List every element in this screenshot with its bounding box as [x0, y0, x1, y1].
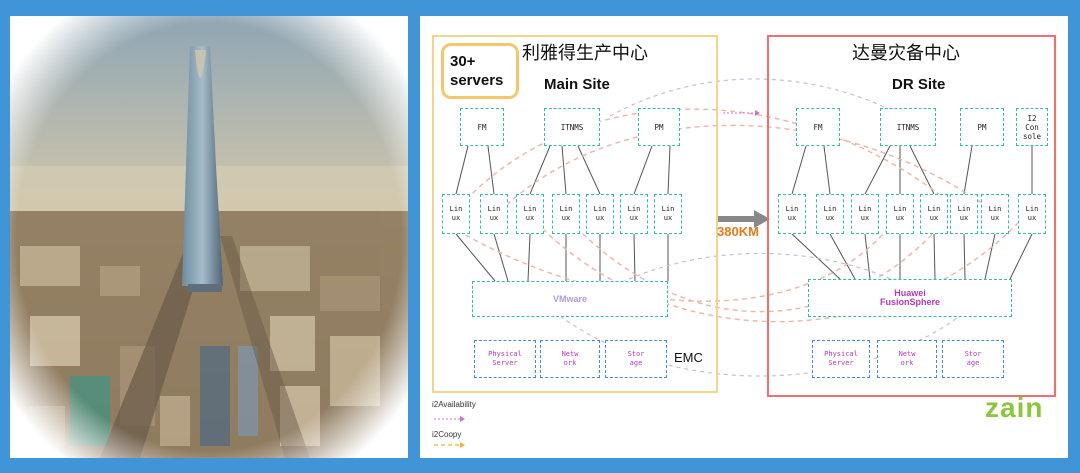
main-fm-node: FM — [460, 108, 504, 146]
dr-linux-node-8: Lin ux — [1018, 194, 1046, 234]
dr-site-box — [767, 35, 1056, 397]
dr-linux-node-6: Lin ux — [950, 194, 978, 234]
dr-site-title-cn: 达曼灾备中心 — [852, 43, 960, 64]
main-linux-node-5: Lin ux — [586, 194, 614, 234]
dr-itnms-node: ITNMS — [880, 108, 936, 146]
main-site-box — [432, 35, 718, 393]
dr-fusionsphere-layer: Huawei FusionSphere — [808, 279, 1012, 317]
dr-network: Netw ork — [877, 340, 937, 378]
main-linux-node-4: Lin ux — [552, 194, 580, 234]
dr-linux-node-5: Lin ux — [920, 194, 948, 234]
main-linux-node-1: Lin ux — [442, 194, 470, 234]
dr-linux-node-4: Lin ux — [886, 194, 914, 234]
dr-pm-node: PM — [960, 108, 1004, 146]
zain-logo: zain — [985, 392, 1044, 423]
main-linux-node-6: Lin ux — [620, 194, 648, 234]
main-site-title-cn: 利雅得生产中心 — [522, 43, 648, 64]
legend-copy-label: i2Coopy — [432, 430, 462, 439]
dr-architecture-diagram: 利雅得生产中心 Main Site 30+ servers FM ITNMS P… — [420, 16, 1068, 458]
emc-label: EMC — [674, 350, 703, 365]
dr-linux-node-3: Lin ux — [851, 194, 879, 234]
diagram-connectors — [434, 78, 1033, 448]
dr-physical-server: Physical Server — [812, 340, 870, 378]
dr-fm-node: FM — [796, 108, 840, 146]
main-physical-server: Physical Server — [474, 340, 536, 378]
main-storage: Stor age — [605, 340, 667, 378]
distance-label: 380KM — [717, 224, 759, 239]
dr-i2-console-node: I2 Con sole — [1016, 108, 1048, 146]
dr-linux-node-7: Lin ux — [981, 194, 1009, 234]
dr-linux-node-1: Lin ux — [778, 194, 806, 234]
main-network: Netw ork — [540, 340, 600, 378]
servers-count-text: 30+ servers — [450, 53, 504, 89]
main-site-title-en: Main Site — [544, 76, 610, 93]
main-vmware-layer: VMware — [472, 281, 668, 317]
dr-linux-node-2: Lin ux — [816, 194, 844, 234]
servers-count-badge: 30+ servers — [441, 43, 519, 99]
main-pm-node: PM — [638, 108, 680, 146]
dr-site-title-en: DR Site — [892, 76, 946, 93]
main-itnms-node: ITNMS — [544, 108, 600, 146]
riyadh-skyline-photo — [10, 16, 408, 458]
legend-availability-label: i2Availability — [432, 400, 476, 409]
main-linux-node-3: Lin ux — [516, 194, 544, 234]
dr-storage: Stor age — [942, 340, 1004, 378]
main-linux-node-2: Lin ux — [480, 194, 508, 234]
main-linux-node-7: Lin ux — [654, 194, 682, 234]
